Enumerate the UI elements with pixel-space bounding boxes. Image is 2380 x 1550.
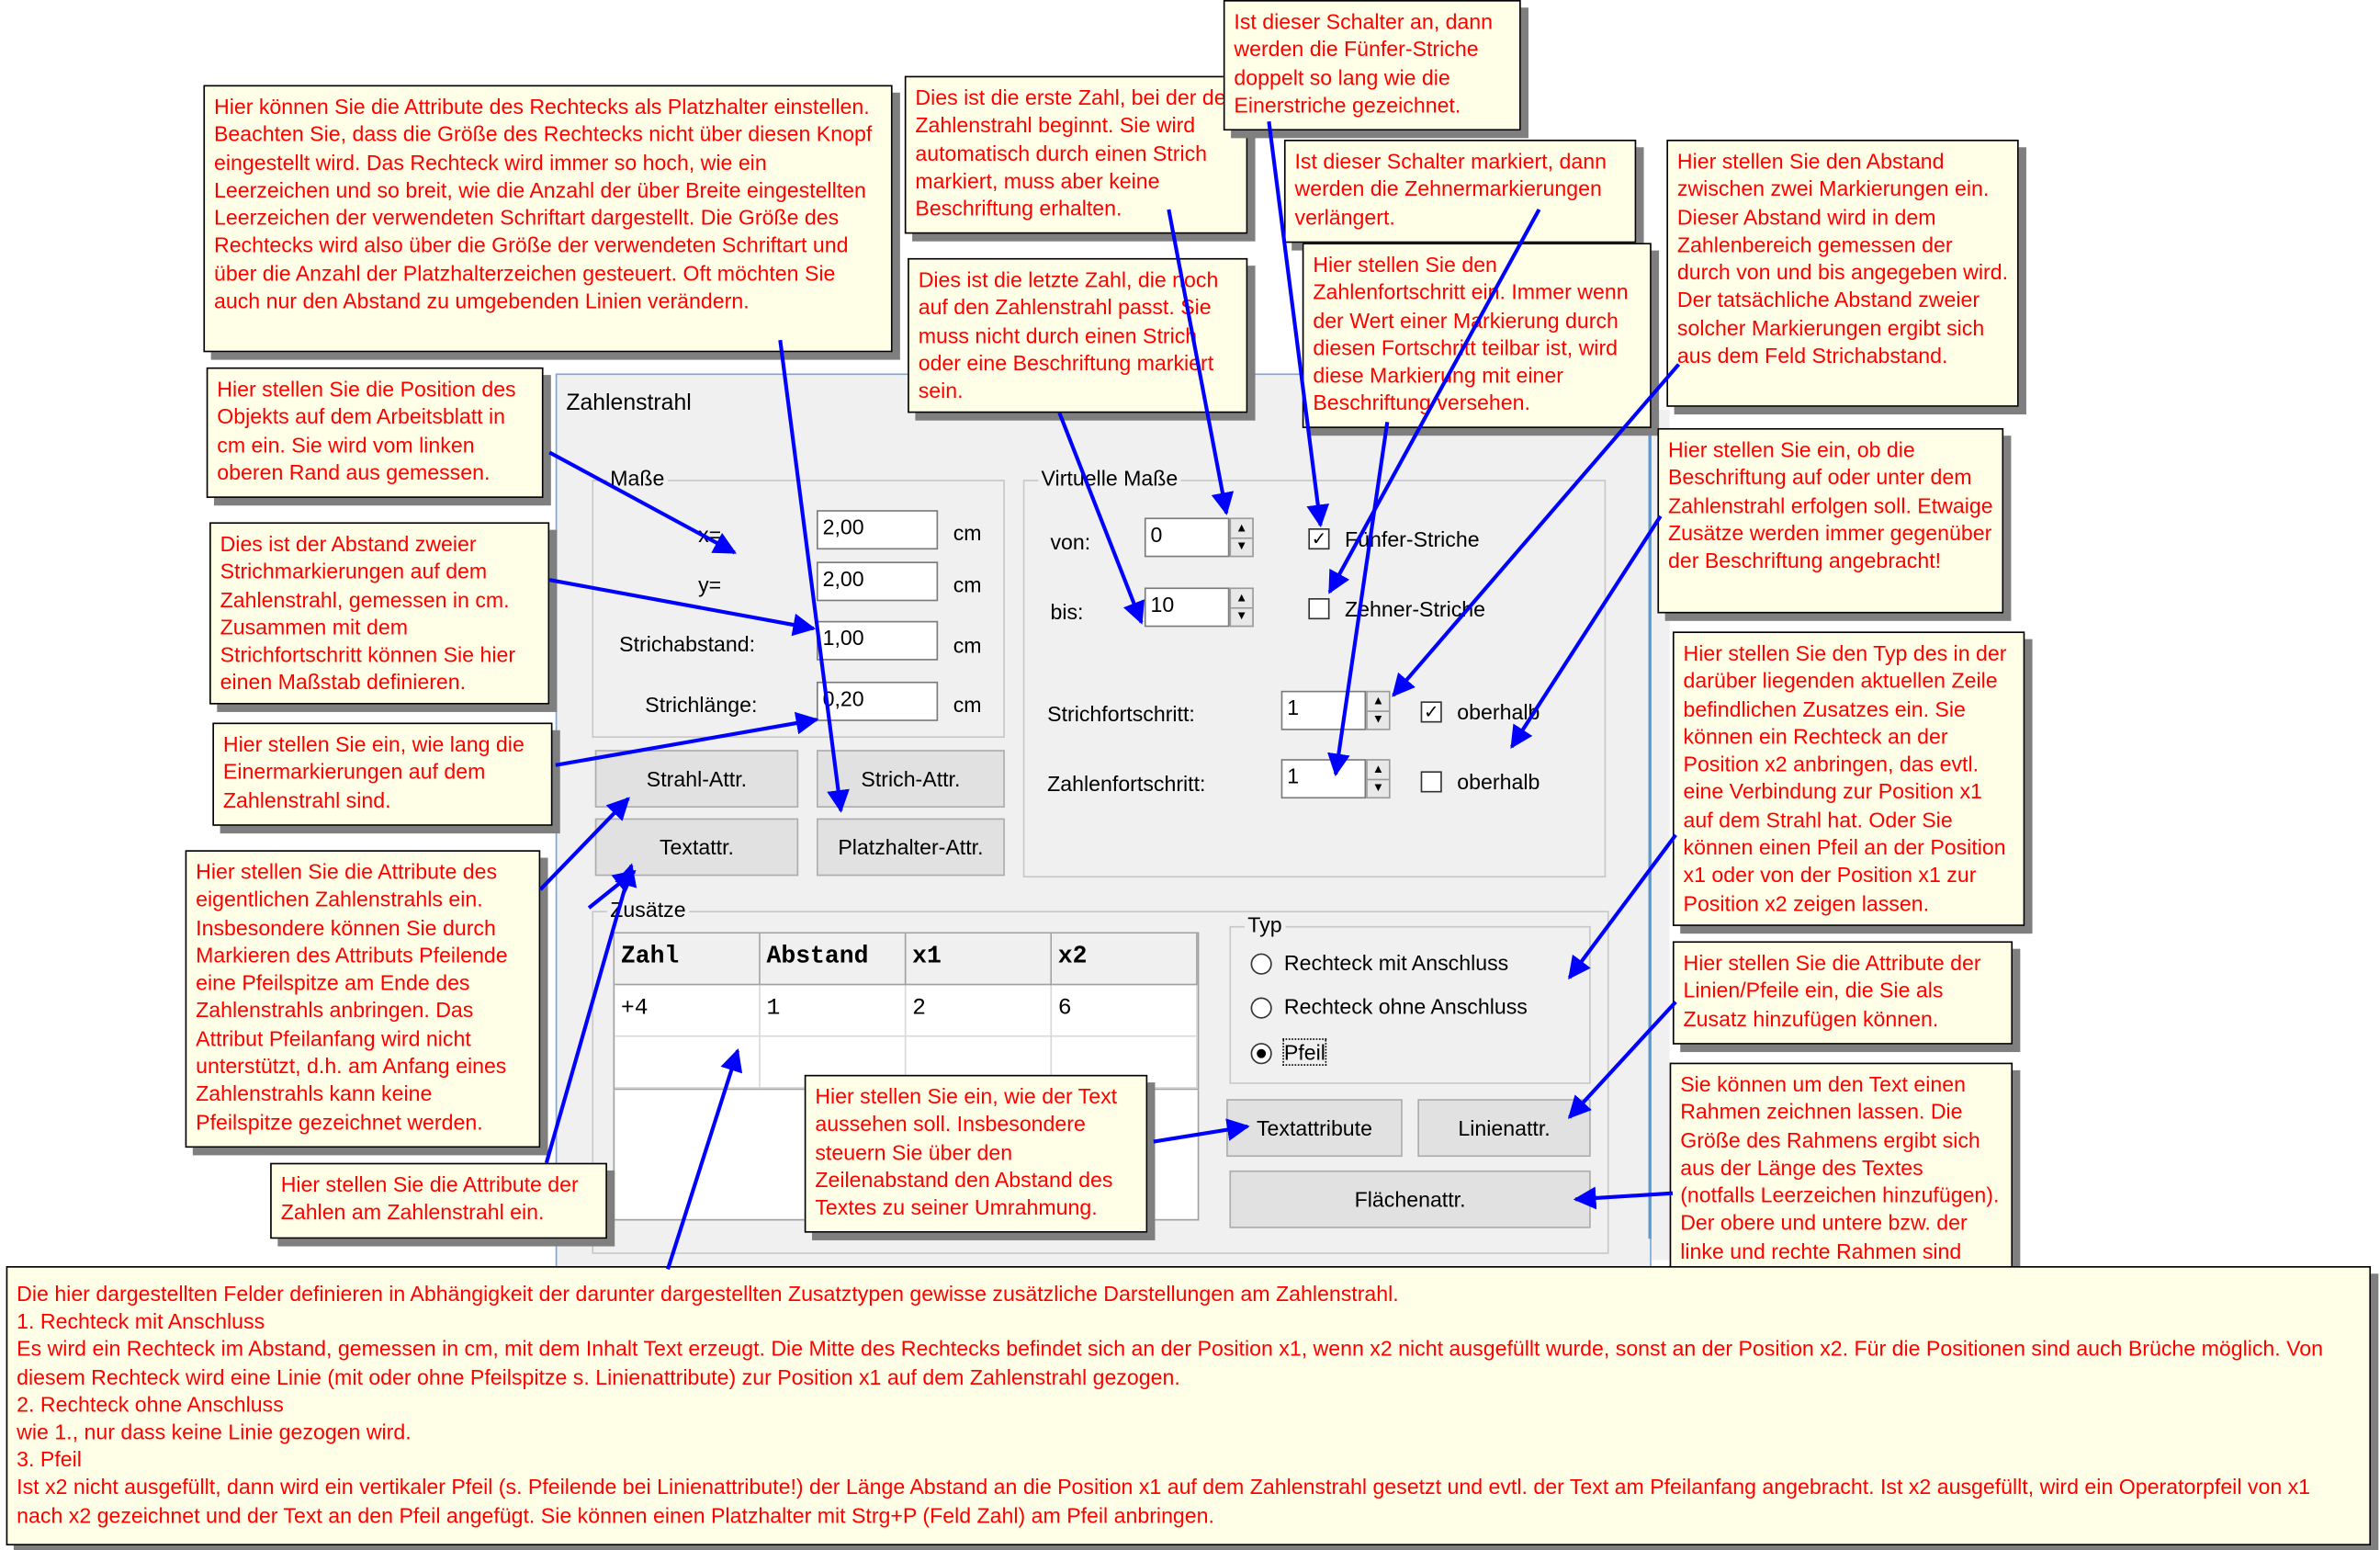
callout-zahlen-attr: Hier stellen Sie die Attribute der Zahle… [270, 1162, 607, 1239]
x-unit: cm [953, 520, 982, 546]
bis-spinner[interactable]: ▲▼ [1229, 587, 1254, 628]
table-cell[interactable]: 1 [760, 985, 907, 1037]
strichfortschritt-input[interactable]: 1 [1280, 690, 1367, 730]
von-label: von: [1050, 529, 1091, 555]
bis-input[interactable]: 10 [1144, 587, 1230, 628]
callout-bottom: Die hier dargestellten Felder definieren… [6, 1266, 2372, 1546]
strichlaenge-label: Strichlänge: [645, 692, 758, 717]
platzhalter-attr-button[interactable]: Platzhalter-Attr. [816, 818, 1005, 877]
strichlaenge-unit: cm [953, 692, 982, 717]
y-unit: cm [953, 571, 982, 597]
masse-group-label: Maße [606, 466, 668, 491]
spin-down-icon[interactable]: ▼ [1371, 711, 1384, 726]
column-header[interactable]: x2 [1052, 933, 1198, 986]
virtuelle-masse-label: Virtuelle Maße [1038, 466, 1181, 491]
zehner-striche-checkbox[interactable] [1308, 598, 1330, 620]
linienattr-button[interactable]: Linienattr. [1417, 1099, 1591, 1158]
x-label: x= [698, 522, 722, 547]
zahlenfortschritt-spinner[interactable]: ▲▼ [1366, 759, 1391, 799]
textattribute-button[interactable]: Textattribute [1226, 1099, 1403, 1158]
dialog-title: Zahlenstrahl [566, 390, 692, 416]
callout-zehner: Ist dieser Schalter markiert, dann werde… [1283, 140, 1637, 243]
radio-rechteck-ohne[interactable] [1250, 997, 1272, 1019]
zusaetze-label: Zusätze [606, 897, 689, 922]
strich-attr-button[interactable]: Strich-Attr. [816, 750, 1005, 809]
strichabstand-input[interactable]: 1,00 [816, 620, 939, 661]
callout-von: Dies ist die erste Zahl, bei der der Zah… [904, 75, 1248, 234]
spin-down-icon[interactable]: ▼ [1371, 780, 1384, 795]
callout-strahl-attr: Hier stellen Sie die Attribute des eigen… [185, 850, 541, 1148]
radio-label: Rechteck mit Anschluss [1283, 950, 1509, 975]
oberhalb-checkbox-2[interactable] [1420, 771, 1442, 793]
column-header[interactable]: Zahl [615, 933, 761, 986]
callout-strichabstand: Dies ist der Abstand zweier Strichmarkie… [209, 522, 550, 705]
callout-fuenfer: Ist dieser Schalter an, dann werden die … [1223, 0, 1521, 131]
callout-bottom-line: Es wird ein Rechteck im Abstand, gemesse… [17, 1336, 2324, 1389]
callout-bottom-line: Die hier dargestellten Felder definieren… [17, 1281, 1399, 1306]
strichfortschritt-spinner[interactable]: ▲▼ [1366, 690, 1391, 730]
callout-linien: Hier stellen Sie die Attribute der Linie… [1672, 941, 2013, 1045]
callout-bottom-line: 2. Rechteck ohne Anschluss [17, 1391, 284, 1417]
dialog-border [1648, 419, 1652, 1239]
typ-label: Typ [1244, 912, 1285, 937]
oberhalb-checkbox-1[interactable]: ✓ [1420, 701, 1442, 723]
table-cell[interactable]: +4 [615, 985, 761, 1037]
textattr-button[interactable]: Textattr. [594, 818, 799, 877]
oberhalb-label-1: oberhalb [1457, 699, 1540, 725]
radio-pfeil[interactable] [1250, 1043, 1272, 1065]
zahlenfortschritt-label: Zahlenfortschritt: [1047, 771, 1206, 796]
spin-up-icon[interactable]: ▲ [1231, 519, 1253, 539]
fuenfer-striche-checkbox[interactable]: ✓ [1308, 528, 1330, 550]
von-spinner[interactable]: ▲▼ [1229, 517, 1254, 558]
callout-zahlenfortschritt: Hier stellen Sie den Zahlenfortschritt e… [1302, 243, 1652, 428]
radio-label: Pfeil [1282, 1038, 1327, 1066]
strichlaenge-input[interactable]: 0,20 [816, 681, 939, 721]
spin-up-icon[interactable]: ▲ [1367, 761, 1389, 781]
callout-oberhalb: Hier stellen Sie ein, ob die Beschriftun… [1657, 427, 2004, 614]
strichfortschritt-label: Strichfortschritt: [1047, 701, 1195, 726]
callout-textattribute: Hier stellen Sie ein, wie der Text ausse… [804, 1074, 1148, 1233]
strahl-attr-button[interactable]: Strahl-Attr. [594, 750, 799, 809]
callout-typ: Hier stellen Sie den Typ des in der darü… [1672, 631, 2025, 926]
spin-down-icon[interactable]: ▼ [1235, 608, 1248, 623]
callout-platzhalter: Hier können Sie die Attribute des Rechte… [203, 85, 893, 353]
strichabstand-unit: cm [953, 633, 982, 658]
callout-strichlaenge: Hier stellen Sie ein, wie lang die Einer… [212, 722, 553, 826]
x-input[interactable]: 2,00 [816, 510, 939, 550]
oberhalb-label-2: oberhalb [1457, 769, 1540, 795]
callout-bis: Dies ist die letzte Zahl, die noch auf d… [908, 257, 1248, 413]
zusaetze-table[interactable]: Zahl Abstand x1 x2 +4 1 2 6 [613, 932, 1200, 1091]
radio-label: Rechteck ohne Anschluss [1283, 994, 1528, 1019]
strichabstand-label: Strichabstand: [619, 631, 756, 656]
column-header[interactable]: Abstand [760, 933, 907, 986]
y-input[interactable]: 2,00 [816, 561, 939, 602]
flaechenattr-button[interactable]: Flächenattr. [1229, 1170, 1591, 1228]
bis-label: bis: [1050, 599, 1084, 625]
zehner-striche-label: Zehner-Striche [1345, 596, 1486, 621]
callout-strichfortschritt: Hier stellen Sie den Abstand zwischen zw… [1666, 140, 2019, 407]
callout-bottom-line: 3. Pfeil [17, 1447, 82, 1472]
spin-up-icon[interactable]: ▲ [1367, 692, 1389, 712]
radio-rechteck-mit[interactable] [1250, 953, 1272, 975]
table-cell[interactable]: 2 [906, 985, 1053, 1037]
von-input[interactable]: 0 [1144, 517, 1230, 558]
spin-down-icon[interactable]: ▼ [1235, 538, 1248, 553]
callout-bottom-line: wie 1., nur dass keine Linie gezogen wir… [17, 1419, 412, 1444]
callout-bottom-line: 1. Rechteck mit Anschluss [17, 1308, 265, 1334]
zahlenfortschritt-input[interactable]: 1 [1280, 759, 1367, 799]
fuenfer-striche-label: Fünfer-Striche [1345, 526, 1480, 551]
callout-bottom-line: Ist x2 nicht ausgefüllt, dann wird ein v… [17, 1475, 2311, 1527]
y-label: y= [698, 571, 722, 597]
spin-up-icon[interactable]: ▲ [1231, 589, 1253, 609]
table-cell[interactable]: 6 [1052, 985, 1198, 1037]
column-header[interactable]: x1 [906, 933, 1053, 986]
callout-position: Hier stellen Sie die Position des Objekt… [206, 367, 544, 498]
table-cell[interactable] [615, 1036, 761, 1089]
